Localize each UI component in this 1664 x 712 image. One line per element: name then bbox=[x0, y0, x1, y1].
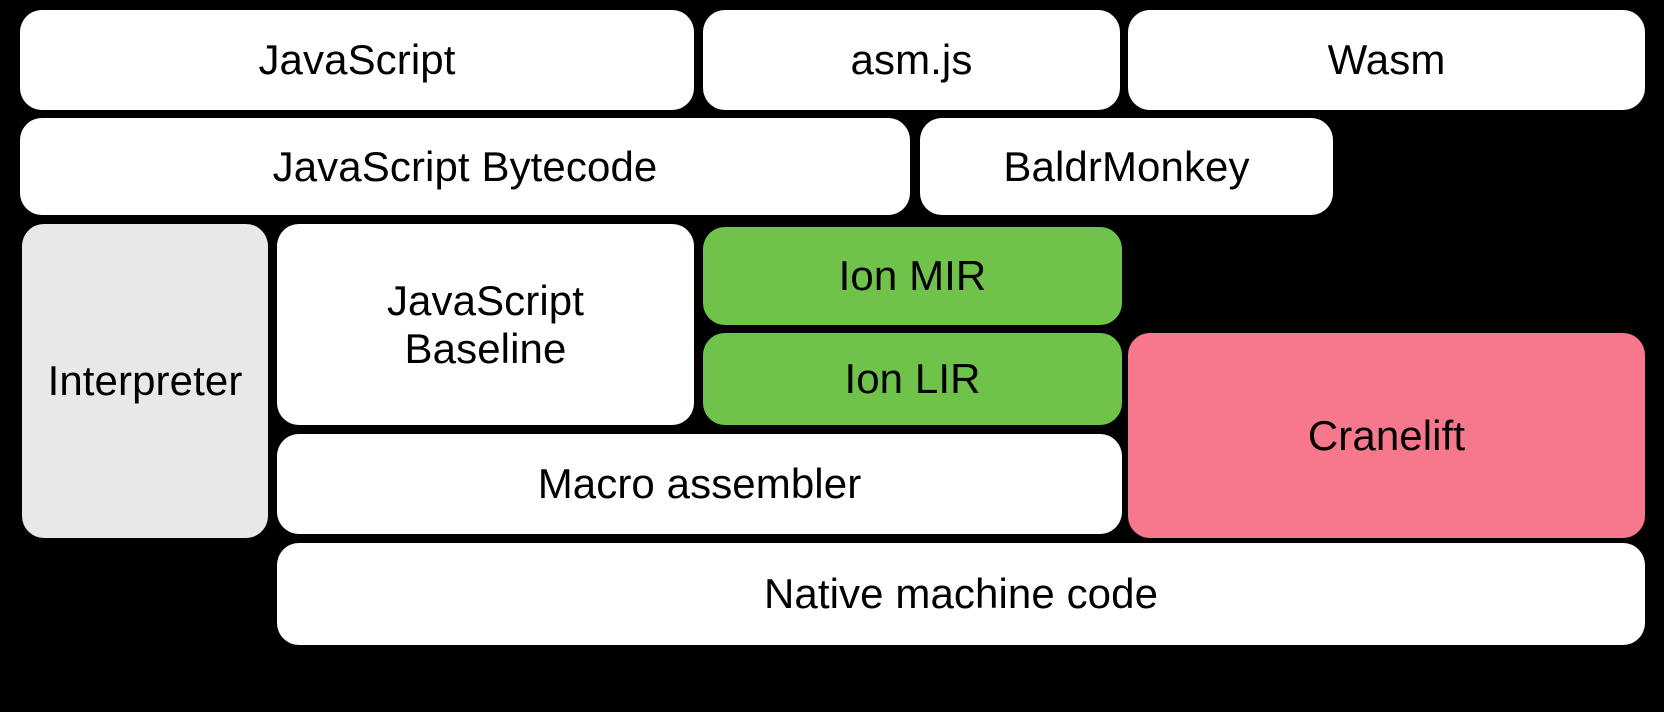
node-label: JavaScript bbox=[258, 36, 456, 84]
node-label: Ion MIR bbox=[838, 252, 987, 300]
node-label: Native machine code bbox=[763, 570, 1159, 618]
node-javascript-bytecode[interactable]: JavaScript Bytecode bbox=[20, 118, 910, 215]
node-label: JavaScript Baseline bbox=[386, 277, 585, 372]
node-label: JavaScript Bytecode bbox=[272, 142, 658, 190]
node-interpreter[interactable]: Interpreter bbox=[22, 224, 268, 538]
node-macro-assembler[interactable]: Macro assembler bbox=[277, 434, 1122, 534]
node-javascript[interactable]: JavaScript bbox=[20, 10, 694, 110]
node-label: asm.js bbox=[850, 36, 973, 84]
node-label: Wasm bbox=[1327, 36, 1446, 84]
node-wasm[interactable]: Wasm bbox=[1128, 10, 1645, 110]
node-ion-lir[interactable]: Ion LIR bbox=[703, 333, 1122, 425]
node-label: Macro assembler bbox=[537, 460, 862, 508]
node-cranelift[interactable]: Cranelift bbox=[1128, 333, 1645, 538]
node-ion-mir[interactable]: Ion MIR bbox=[703, 227, 1122, 325]
node-label: Cranelift bbox=[1307, 411, 1466, 459]
node-native-machine-code[interactable]: Native machine code bbox=[277, 543, 1645, 645]
node-asm-js[interactable]: asm.js bbox=[703, 10, 1120, 110]
node-javascript-baseline[interactable]: JavaScript Baseline bbox=[277, 224, 694, 425]
node-baldrmonkey[interactable]: BaldrMonkey bbox=[920, 118, 1333, 215]
node-label: Ion LIR bbox=[844, 355, 981, 403]
node-label: Interpreter bbox=[47, 357, 243, 405]
node-label: BaldrMonkey bbox=[1003, 142, 1250, 190]
